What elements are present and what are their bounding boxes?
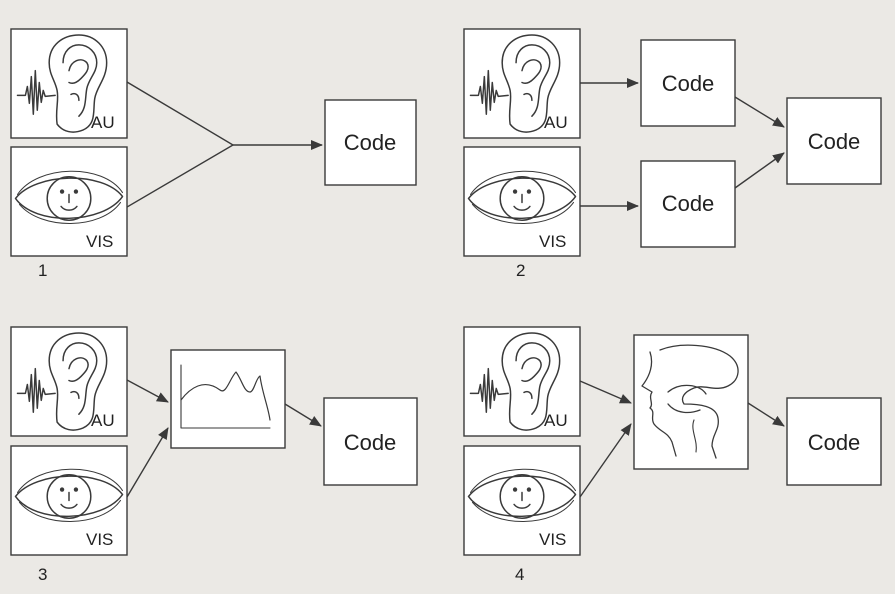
code-box: Code: [323, 397, 418, 486]
arrow-vis-to-articulation: [579, 423, 632, 498]
vis-code-box: Code: [640, 160, 736, 248]
panel-number: 4: [515, 565, 524, 584]
vis-box: VIS: [10, 445, 128, 556]
code-label: Code: [808, 129, 861, 154]
vis-label: VIS: [86, 530, 113, 549]
vis-label: VIS: [539, 530, 566, 549]
panel-number: 1: [38, 261, 47, 280]
au-label: AU: [91, 113, 115, 132]
code-label: Code: [344, 430, 397, 455]
vis-label: VIS: [539, 232, 566, 251]
au-box: AU: [463, 326, 581, 437]
code-label: Code: [662, 191, 715, 216]
panel-4: AU VIS Code 4: [463, 326, 882, 584]
au-box: AU: [463, 28, 581, 139]
au-label: AU: [91, 411, 115, 430]
arrow-to-code: [284, 403, 322, 427]
merge-lines: [126, 81, 235, 208]
waveform-graph-icon: [180, 364, 271, 429]
arrow-au-to-integration: [126, 379, 169, 403]
au-code-box: Code: [640, 39, 736, 127]
vocal-tract-icon: [641, 344, 739, 459]
arrow-au-code-to-final: [734, 96, 785, 128]
articulation-box: [633, 334, 749, 470]
vis-box: VIS: [463, 445, 581, 556]
arrow-vis-to-integration: [126, 427, 169, 498]
panel-3: AU VIS Code 3: [10, 326, 418, 584]
vis-box: VIS: [10, 146, 128, 257]
panel-number: 3: [38, 565, 47, 584]
integration-box: [170, 349, 286, 449]
arrow-au-to-articulation: [579, 380, 632, 404]
panel-1: AU VIS Code 1: [10, 28, 417, 280]
final-code-box: Code: [786, 97, 882, 185]
au-label: AU: [544, 411, 568, 430]
panel-2: AU VIS Code Code Code 2: [463, 28, 882, 280]
code-label: Code: [662, 71, 715, 96]
au-label: AU: [544, 113, 568, 132]
vis-box: VIS: [463, 146, 581, 257]
arrow-to-code: [747, 402, 785, 427]
code-box: Code: [324, 99, 417, 186]
au-box: AU: [10, 326, 128, 437]
code-label: Code: [344, 130, 397, 155]
code-label: Code: [808, 430, 861, 455]
vis-label: VIS: [86, 232, 113, 251]
code-box: Code: [786, 397, 882, 486]
arrow-vis-code-to-final: [734, 152, 785, 189]
au-box: AU: [10, 28, 128, 139]
panel-number: 2: [516, 261, 525, 280]
